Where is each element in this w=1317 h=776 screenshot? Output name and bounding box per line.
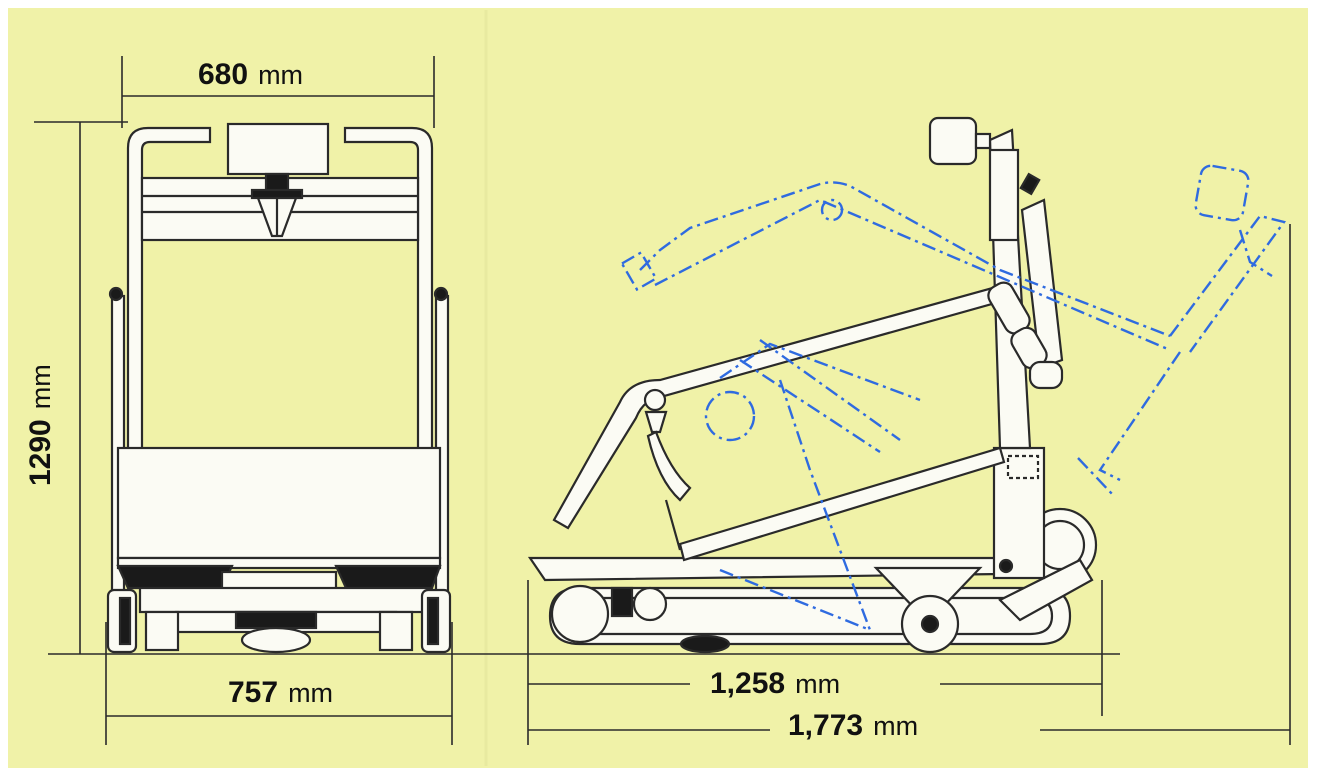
side-knob	[1019, 172, 1041, 196]
side-sling-ring	[643, 388, 667, 412]
raised-mast	[1169, 214, 1287, 353]
front-control-box	[226, 122, 330, 176]
base-length-unit: mm	[795, 669, 841, 699]
side-lower-arm	[678, 446, 1006, 562]
raised-arm-1	[719, 342, 921, 402]
raised-sling-ring	[704, 390, 756, 442]
front-left-frame	[126, 126, 212, 450]
height-unit: mm	[26, 364, 56, 410]
raised-position-outline	[620, 164, 1287, 632]
width-dimension-label: 680 mm	[198, 58, 303, 92]
front-base	[138, 586, 432, 614]
front-center-motor	[234, 610, 318, 630]
raised-arm-3	[759, 339, 901, 441]
raised-ring	[820, 198, 844, 222]
front-body-lip	[116, 556, 442, 570]
raised-boom-bottom	[654, 198, 1171, 352]
side-column-window	[1006, 454, 1040, 480]
side-motor	[610, 586, 634, 618]
side-rear-wheel	[550, 584, 610, 644]
side-main-wheel-hub	[920, 614, 940, 634]
dimension-lines	[34, 56, 1291, 745]
side-control-mount	[974, 132, 992, 150]
height-value: 1290	[24, 419, 57, 486]
base-length-dimension-label: 1,258 mm	[700, 667, 851, 701]
front-left-skirt	[116, 564, 234, 590]
front-body	[116, 446, 442, 560]
base-length-value: 1,258	[710, 667, 786, 700]
max-length-value: 1,773	[788, 709, 864, 742]
side-view	[527, 116, 1098, 654]
front-left-caster	[144, 610, 180, 652]
side-mast-panel	[988, 148, 1020, 242]
raised-column-foot	[1077, 457, 1115, 497]
side-roller-3	[1028, 360, 1064, 390]
side-column-pin	[998, 558, 1014, 574]
side-sling-hook	[644, 410, 668, 434]
track-width-unit: mm	[288, 678, 334, 708]
width-unit: mm	[258, 60, 304, 90]
side-small-wheel	[632, 586, 668, 622]
raised-boom-end	[620, 250, 658, 292]
front-hook-bar	[250, 188, 304, 200]
front-left-wheel-tread	[118, 596, 132, 646]
raised-column	[1098, 351, 1181, 482]
raised-knob	[1238, 229, 1273, 278]
width-value: 680	[198, 58, 249, 91]
track-width-dimension-label: 757 mm	[218, 676, 344, 710]
max-length-dimension-label: 1,773 mm	[778, 709, 929, 743]
front-right-skirt	[334, 564, 442, 590]
raised-strap	[778, 379, 872, 631]
front-left-joint	[108, 286, 124, 302]
max-length-unit: mm	[873, 711, 919, 741]
raised-arm-2	[739, 358, 881, 454]
front-view	[106, 122, 452, 654]
track-width-value: 757	[228, 676, 279, 709]
front-center-wheel	[240, 626, 312, 654]
side-actuator	[1020, 198, 1064, 370]
side-front-track-ramp	[998, 558, 1094, 622]
front-right-caster	[378, 610, 414, 652]
side-column-base	[992, 446, 1046, 580]
side-control-head	[928, 116, 978, 166]
side-bottom-wheel	[679, 634, 731, 654]
raised-control-head	[1194, 164, 1250, 222]
height-dimension-label: 1290 mm	[14, 256, 84, 498]
front-right-wheel-tread	[426, 596, 440, 646]
front-right-frame	[343, 126, 434, 450]
front-right-joint	[433, 286, 449, 302]
side-sling	[646, 430, 692, 502]
side-sling-strap	[664, 499, 682, 551]
